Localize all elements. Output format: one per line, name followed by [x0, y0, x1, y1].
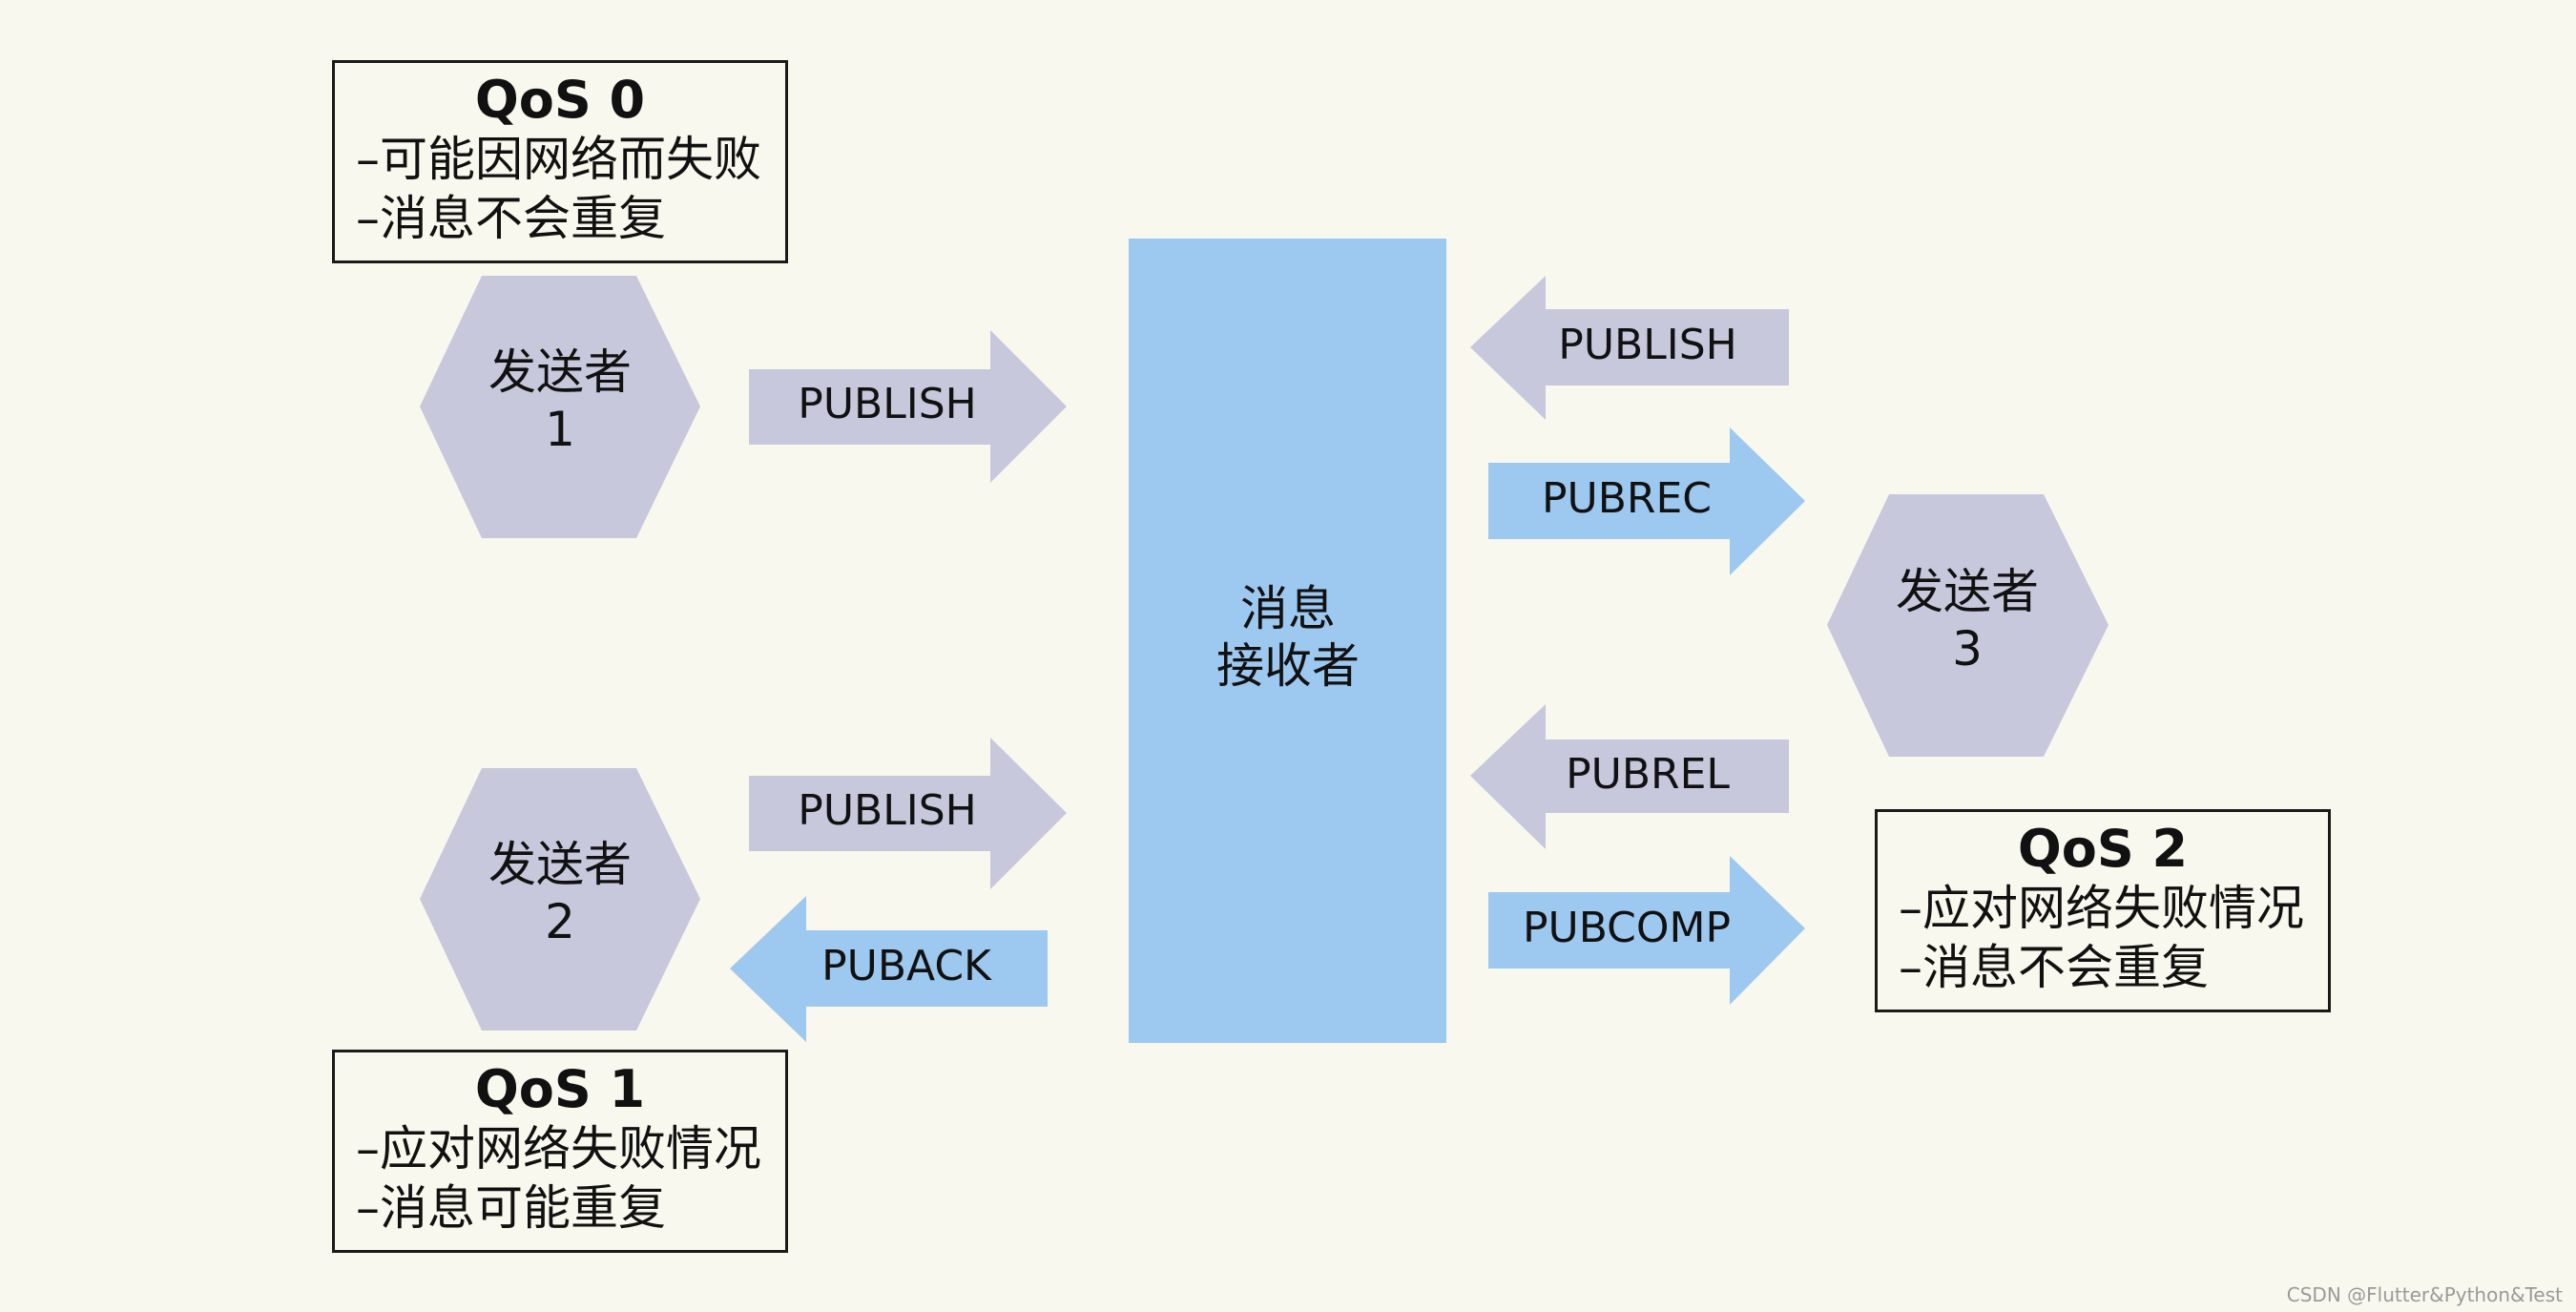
s2-puback-label: PUBACK [821, 942, 991, 990]
s3-publish-label: PUBLISH [1558, 321, 1737, 369]
sender-3-number: 3 [1952, 621, 1983, 677]
s3-pubrec-label: PUBREC [1541, 474, 1713, 523]
s3-pubrec-arrow [1488, 427, 1805, 575]
s3-publish-arrow [1470, 276, 1789, 420]
s1-publish-label: PUBLISH [798, 380, 977, 428]
sender-2-number: 2 [545, 894, 575, 949]
s2-publish-label: PUBLISH [798, 786, 977, 835]
receiver-line-2: 接收者 [1216, 638, 1360, 694]
s2-publish-arrow [749, 738, 1067, 889]
sender-2-label: 发送者 2 [465, 836, 655, 950]
s1-publish-arrow [749, 330, 1067, 483]
qos1-line-1: –应对网络失败情况 [356, 1121, 761, 1177]
qos0-title: QoS 0 [474, 70, 646, 130]
s3-pubrel-label: PUBREL [1566, 750, 1730, 799]
qos2-line-2: –消息不会重复 [1899, 940, 2209, 995]
sender-2-role: 发送者 [488, 837, 632, 892]
sender-3-hexagon [1827, 494, 2109, 757]
qos1-box: QoS 1 –应对网络失败情况 –消息可能重复 [332, 1050, 788, 1253]
s2-puback-arrow [730, 896, 1048, 1042]
s3-pubrel-arrow [1470, 704, 1789, 849]
qos0-box: QoS 0 –可能因网络而失败 –消息不会重复 [332, 60, 788, 263]
qos1-title: QoS 1 [474, 1059, 646, 1119]
receiver-line-1: 消息 [1240, 581, 1336, 636]
sender-3-label: 发送者 3 [1872, 563, 2063, 677]
qos0-line-2: –消息不会重复 [356, 191, 666, 246]
qos2-line-1: –应对网络失败情况 [1899, 881, 2304, 936]
s3-pubcomp-arrow [1488, 856, 1805, 1005]
sender-3-role: 发送者 [1896, 564, 2039, 619]
qos0-line-1: –可能因网络而失败 [356, 132, 761, 187]
qos2-title: QoS 2 [2017, 819, 2189, 879]
qos1-line-2: –消息可能重复 [356, 1180, 666, 1236]
s3-pubcomp-label: PUBCOMP [1522, 904, 1731, 952]
sender-1-role: 发送者 [488, 344, 632, 400]
watermark: CSDN @Flutter&Python&Test [2286, 1283, 2563, 1306]
sender-2-hexagon [420, 768, 700, 1031]
qos2-box: QoS 2 –应对网络失败情况 –消息不会重复 [1875, 809, 2331, 1012]
receiver-label: 消息 接收者 [1145, 580, 1431, 695]
sender-1-number: 1 [545, 402, 575, 457]
message-receiver [1129, 239, 1446, 1043]
sender-1-hexagon [420, 276, 700, 538]
sender-1-label: 发送者 1 [465, 344, 655, 458]
